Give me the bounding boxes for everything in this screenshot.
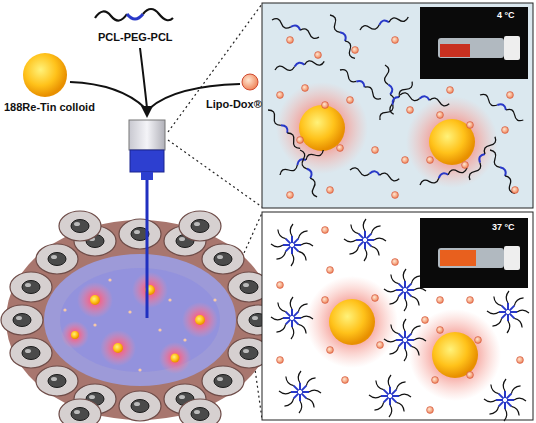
polymer-chain [95, 9, 173, 21]
tin-colloid-sphere [23, 53, 67, 97]
syringe [129, 120, 165, 318]
colloid-label: 188Re-Tin colloid [4, 101, 95, 113]
gel-state-panel [262, 212, 533, 421]
arrow-head [141, 106, 153, 118]
temperature-label: 37 °C [492, 223, 515, 233]
liposome-label: Lipo-Dox® [206, 98, 262, 110]
temperature-label: 4 °C [497, 11, 515, 21]
tumor [1, 211, 279, 423]
sol-state-panel [262, 3, 533, 208]
polymer-label: PCL-PEG-PCL [98, 31, 173, 43]
liposome-sphere [242, 74, 258, 90]
